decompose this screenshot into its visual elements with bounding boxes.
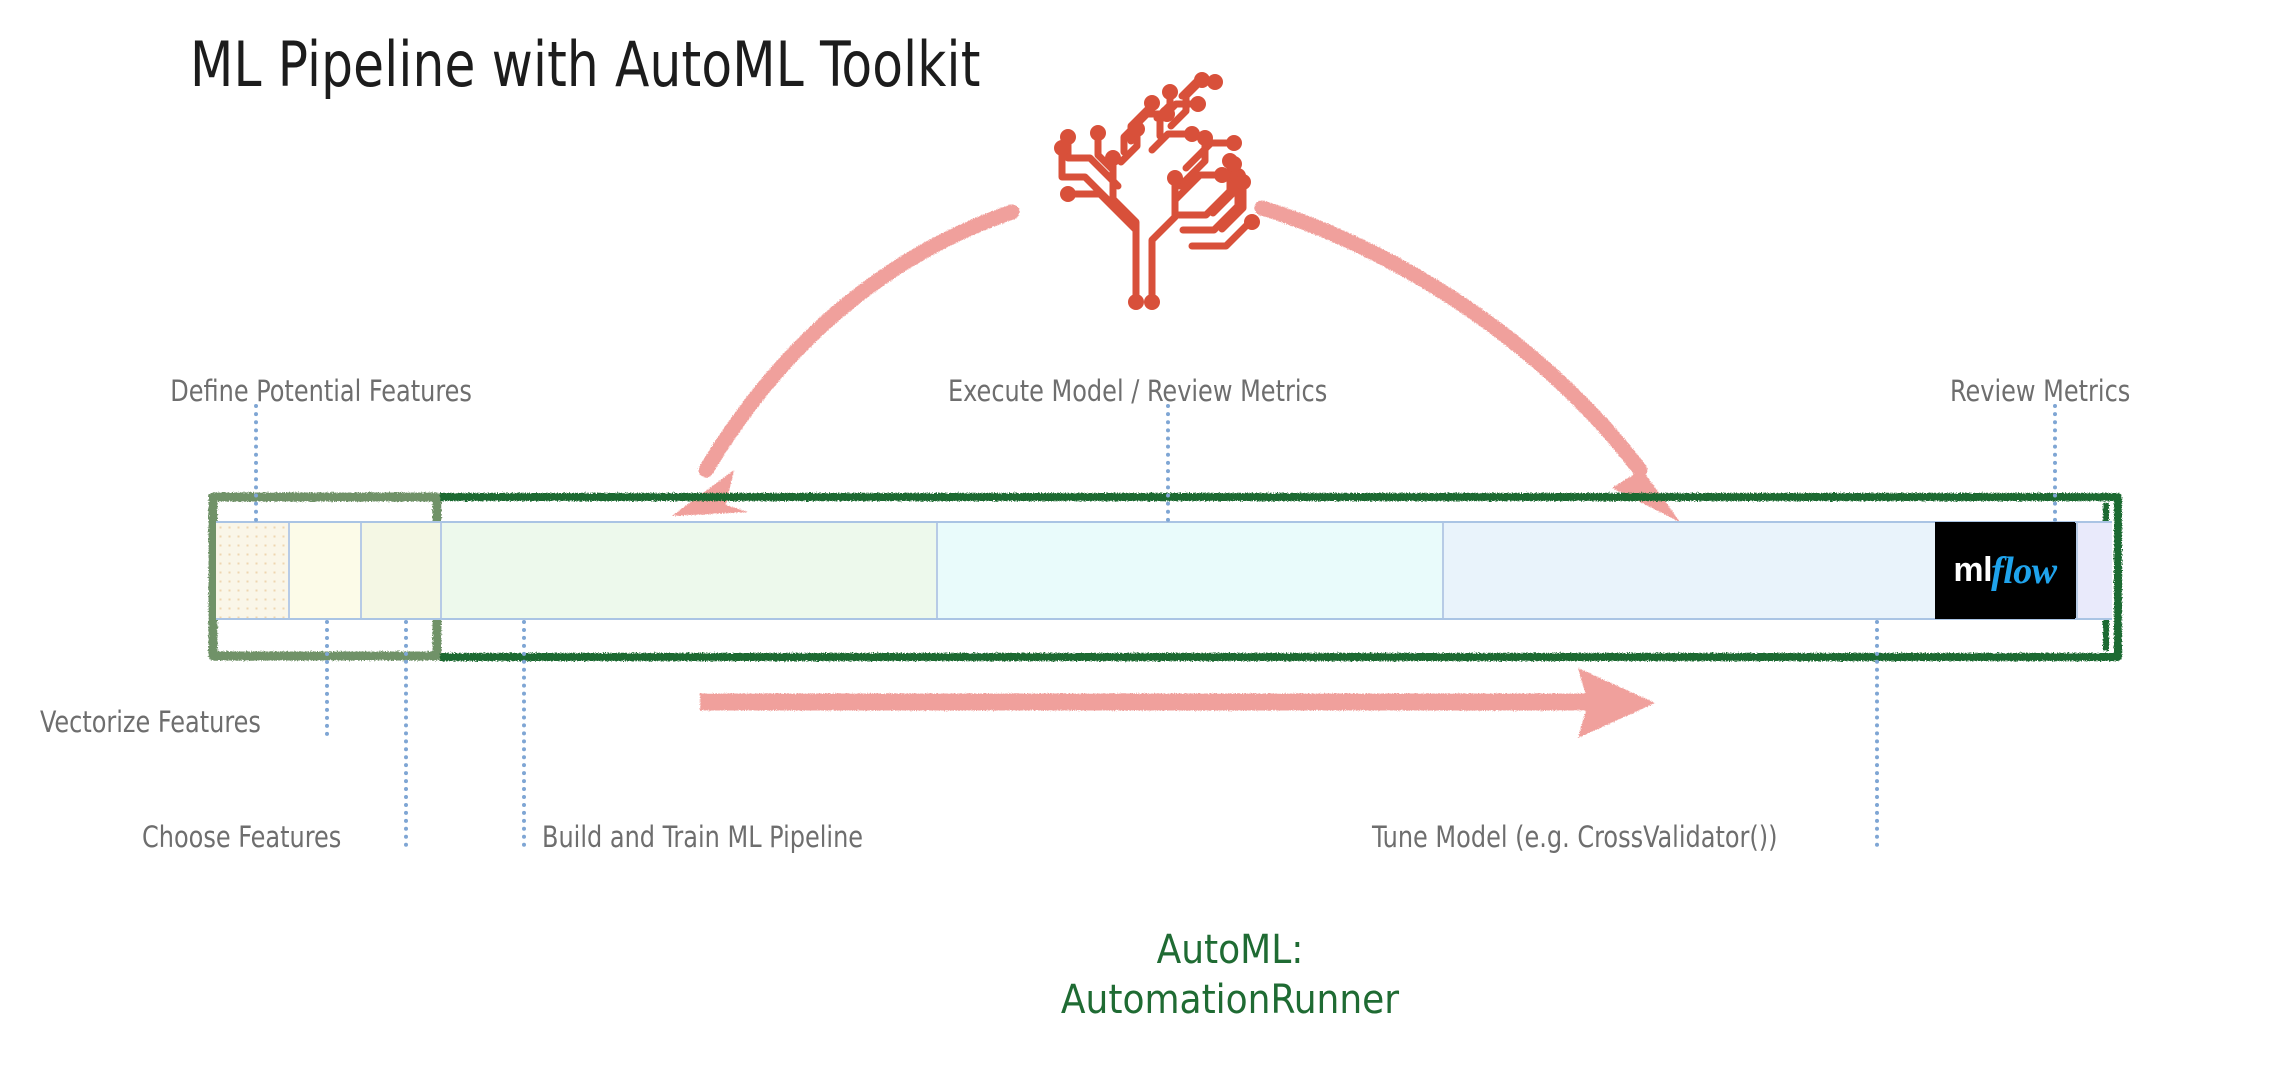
- label-execute-model-review-metrics: Execute Model / Review Metrics: [948, 374, 1328, 408]
- label-review-metrics: Review Metrics: [1950, 374, 2131, 408]
- automl-caption-line2: AutomationRunner: [1060, 977, 1400, 1023]
- automl-caption: AutoML: AutomationRunner: [1020, 925, 1440, 1025]
- pipeline-bar: [216, 521, 2112, 620]
- leader-execute-model: [1166, 404, 1170, 522]
- leader-review-metrics: [2053, 404, 2057, 522]
- page-title: ML Pipeline with AutoML Toolkit: [190, 28, 981, 101]
- pipeline-segment-review-metrics[interactable]: [2078, 523, 2112, 618]
- leader-tune-model: [1875, 620, 1879, 847]
- pipeline-segment-vectorize-features[interactable]: [290, 523, 362, 618]
- pipeline-segment-build-and-train[interactable]: [442, 523, 938, 618]
- arrow-to-tune-stage: [1254, 200, 1680, 522]
- leader-choose-features: [404, 620, 408, 847]
- automl-caption-line1: AutoML:: [1156, 927, 1304, 973]
- label-vectorize-features: Vectorize Features: [40, 705, 261, 739]
- pipeline-segment-choose-features[interactable]: [362, 523, 442, 618]
- label-choose-features: Choose Features: [142, 820, 342, 854]
- mlflow-logo-flow: flow: [1991, 549, 2057, 592]
- label-define-potential-features: Define Potential Features: [170, 374, 472, 408]
- label-tune-model: Tune Model (e.g. CrossValidator()): [1372, 820, 1778, 854]
- leader-build-and-train: [522, 620, 526, 847]
- pipeline-segment-define-potential-features[interactable]: [216, 523, 290, 618]
- label-build-and-train: Build and Train ML Pipeline: [542, 820, 864, 854]
- arrow-automl-span: [700, 668, 1655, 738]
- arrow-to-feature-stage: [672, 204, 1020, 516]
- leader-vectorize-features: [325, 620, 329, 736]
- mlflow-logo-ml: ml: [1953, 551, 1993, 589]
- pipeline-segment-execute-model[interactable]: [938, 523, 1444, 618]
- pipeline-segment-tune-model[interactable]: [1444, 523, 1938, 618]
- leader-define-potential-features: [254, 404, 258, 522]
